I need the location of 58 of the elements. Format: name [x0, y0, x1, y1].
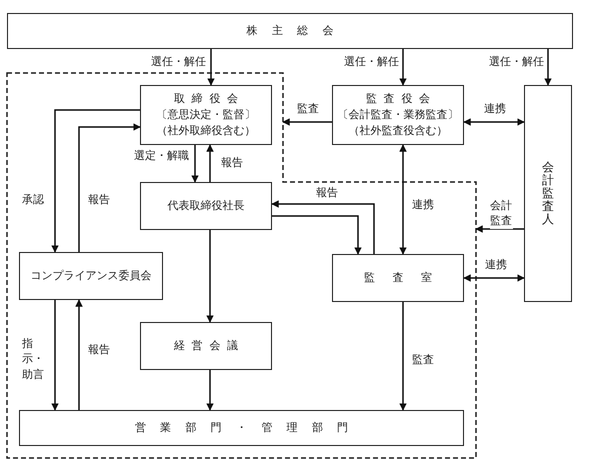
arrow — [206, 144, 214, 182]
box-title: 株主総会 — [246, 23, 348, 39]
box-title: 経営会議 — [174, 338, 244, 354]
edge-label: 報告 — [88, 343, 110, 358]
edge-label: 連携 — [485, 258, 507, 272]
arrow — [544, 49, 552, 86]
arrow — [463, 274, 525, 282]
arrow — [191, 145, 199, 183]
arrow — [399, 144, 407, 255]
edge-label: 監査 — [412, 353, 434, 368]
edge-label: 選定・解職 — [134, 149, 189, 164]
edge-label: 選任・解任 — [151, 55, 206, 70]
org-box — [140, 182, 272, 230]
arrow — [475, 225, 524, 233]
org-box — [140, 85, 272, 145]
org-box — [332, 254, 464, 302]
box-title: コンプライアンス委員会 — [30, 268, 152, 284]
edge-label: 報告 — [221, 156, 243, 170]
edge-label: 報告 — [316, 186, 338, 200]
arrow — [206, 370, 214, 411]
arrow — [463, 118, 525, 126]
arrow — [206, 230, 214, 323]
org-box — [140, 322, 272, 370]
edge-label: 選任・解任 — [489, 55, 544, 70]
box-note: （社外取締役含む） — [156, 122, 256, 139]
edge-label: 連携 — [412, 198, 434, 212]
box-note: （社外監査役含む） — [348, 122, 448, 139]
arrow — [78, 123, 141, 252]
edge-label: 会計監査 — [490, 198, 514, 229]
box-title: 代表取締役社長 — [168, 198, 244, 214]
arrow — [399, 302, 407, 411]
org-box — [7, 13, 573, 49]
box-title: 営業部門・管理部門 — [134, 420, 362, 436]
arrow — [51, 109, 140, 253]
edge-label: 連携 — [484, 102, 506, 116]
org-box — [19, 252, 163, 300]
edge-label: 監査 — [297, 102, 319, 116]
arrow — [282, 118, 332, 126]
org-box — [524, 85, 572, 302]
box-title: 監査役会 — [366, 91, 436, 108]
box-title: 監査室 — [364, 270, 450, 286]
edge-label: 報告 — [88, 193, 110, 208]
org-box — [332, 85, 464, 145]
edge-label: 指示・助言 — [22, 336, 46, 382]
arrow — [271, 200, 375, 254]
arrow — [51, 300, 59, 411]
edge-label: 承認 — [22, 193, 44, 208]
arrow — [399, 49, 407, 86]
box-title: 会計監査人 — [542, 160, 554, 226]
org-box — [19, 410, 464, 446]
arrow — [75, 299, 83, 410]
box-title: 取締役会 — [174, 91, 244, 108]
box-note: 〔会計監査・業務監査〕 — [338, 107, 458, 123]
dashed-boundary — [7, 73, 476, 458]
arrow — [207, 49, 215, 86]
arrow — [272, 215, 362, 255]
box-note: 〔意思決定・監督〕 — [156, 107, 256, 123]
edge-label: 選任・解任 — [344, 55, 399, 70]
